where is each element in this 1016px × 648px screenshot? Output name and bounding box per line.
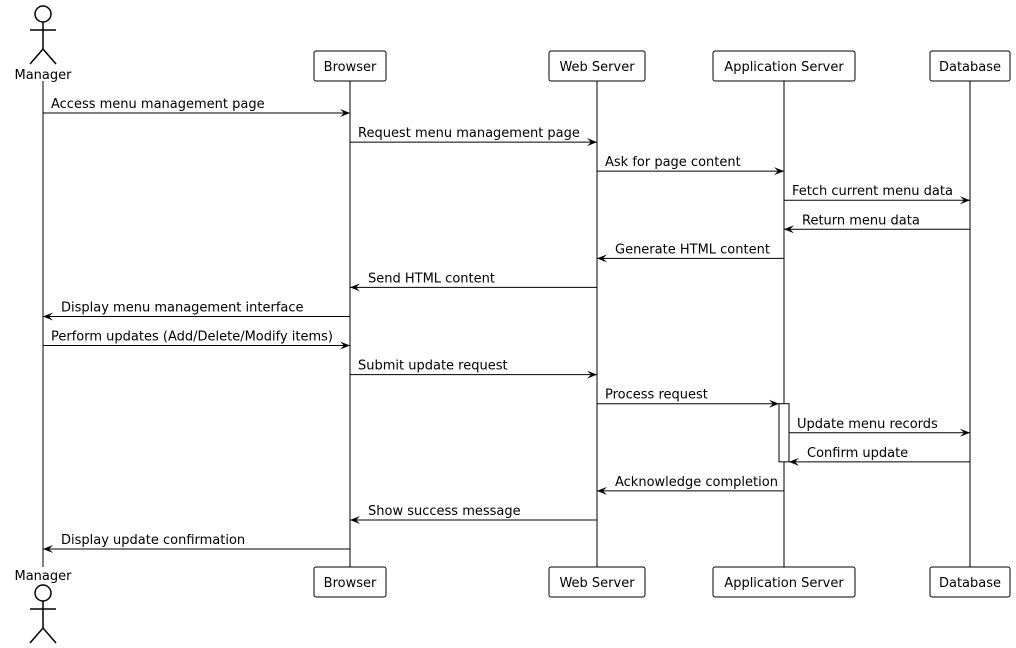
participant-box-web-top: Web Server: [548, 50, 646, 82]
message-6: Generate HTML content: [597, 242, 784, 263]
message-label: Perform updates (Add/Delete/Modify items…: [51, 330, 333, 345]
message-label: Ask for page content: [605, 155, 741, 170]
participant-label: Browser: [324, 576, 377, 591]
arrowhead-icon: [769, 399, 779, 408]
participant-box-browser-top: Browser: [313, 50, 387, 82]
actor-icon: [29, 5, 57, 65]
message-label: Show success message: [368, 504, 521, 519]
participant-label: Manager: [15, 569, 73, 584]
message-label: Confirm update: [807, 446, 908, 461]
participant-box-app-bottom: Application Server: [712, 566, 856, 598]
lifelines: [42, 81, 971, 567]
arrowhead-icon: [789, 457, 799, 466]
participant-label: Database: [939, 60, 1001, 75]
activation-bars: [778, 403, 790, 463]
message-4: Fetch current menu data: [784, 184, 970, 205]
arrowhead-icon: [43, 312, 53, 321]
participant-label: Application Server: [724, 576, 844, 591]
actor-icon: [29, 584, 57, 644]
actor-top-manager: Manager: [15, 5, 73, 83]
message-8: Display menu management interface: [43, 300, 350, 321]
participant-box-frame: [313, 50, 387, 82]
arrowhead-icon: [587, 370, 597, 379]
arrowhead-icon: [960, 428, 970, 437]
message-5: Return menu data: [784, 213, 970, 234]
message-label: Display menu management interface: [61, 300, 304, 315]
arrowhead-icon: [784, 225, 794, 234]
participant-label: Application Server: [724, 60, 844, 75]
participant-box-db-top: Database: [929, 50, 1011, 82]
message-label: Submit update request: [358, 359, 508, 374]
message-16: Display update confirmation: [43, 533, 350, 554]
message-15: Show success message: [350, 504, 597, 524]
arrowhead-icon: [43, 545, 53, 554]
activation-bar-app: [778, 403, 790, 463]
participant-box-frame: [548, 566, 646, 598]
message-label: Process request: [605, 388, 708, 403]
message-14: Acknowledge completion: [597, 475, 784, 495]
participant-box-frame: [313, 566, 387, 598]
participant-label: Manager: [15, 68, 73, 83]
message-label: Acknowledge completion: [615, 475, 778, 490]
arrowhead-icon: [350, 515, 360, 524]
participant-box-frame: [712, 566, 856, 598]
participant-box-frame: [929, 50, 1011, 82]
arrowhead-icon: [960, 196, 970, 205]
arrowhead-icon: [597, 486, 607, 495]
participant-box-app-top: Application Server: [712, 50, 856, 82]
message-label: Send HTML content: [368, 271, 495, 286]
participant-box-db-bottom: Database: [929, 566, 1011, 598]
participant-box-frame: [712, 50, 856, 82]
actor-bottom-manager: Manager: [15, 569, 73, 644]
message-label: Update menu records: [797, 417, 938, 432]
message-11: Process request: [597, 388, 779, 408]
participant-label: Web Server: [559, 60, 635, 75]
message-label: Request menu management page: [358, 126, 580, 141]
message-10: Submit update request: [350, 359, 597, 379]
participant-label: Browser: [324, 60, 377, 75]
arrowhead-icon: [340, 341, 350, 350]
message-9: Perform updates (Add/Delete/Modify items…: [43, 330, 350, 350]
participant-label: Database: [939, 576, 1001, 591]
message-2: Request menu management page: [350, 126, 597, 147]
message-7: Send HTML content: [350, 271, 597, 292]
message-12: Update menu records: [789, 417, 970, 437]
participant-box-frame: [548, 50, 646, 82]
participant-box-frame: [929, 566, 1011, 598]
message-3: Ask for page content: [597, 155, 784, 176]
message-label: Return menu data: [802, 213, 920, 228]
arrowhead-icon: [774, 167, 784, 176]
message-13: Confirm update: [789, 446, 970, 466]
participant-box-web-bottom: Web Server: [548, 566, 646, 598]
message-label: Access menu management page: [51, 97, 265, 112]
participant-box-browser-bottom: Browser: [313, 566, 387, 598]
message-label: Fetch current menu data: [792, 184, 953, 199]
arrowhead-icon: [350, 283, 360, 292]
message-label: Generate HTML content: [615, 242, 770, 257]
message-1: Access menu management page: [43, 97, 350, 117]
participant-label: Web Server: [559, 576, 635, 591]
arrowhead-icon: [587, 138, 597, 147]
arrowhead-icon: [340, 109, 350, 117]
arrowhead-icon: [597, 254, 607, 263]
message-label: Display update confirmation: [61, 533, 245, 548]
